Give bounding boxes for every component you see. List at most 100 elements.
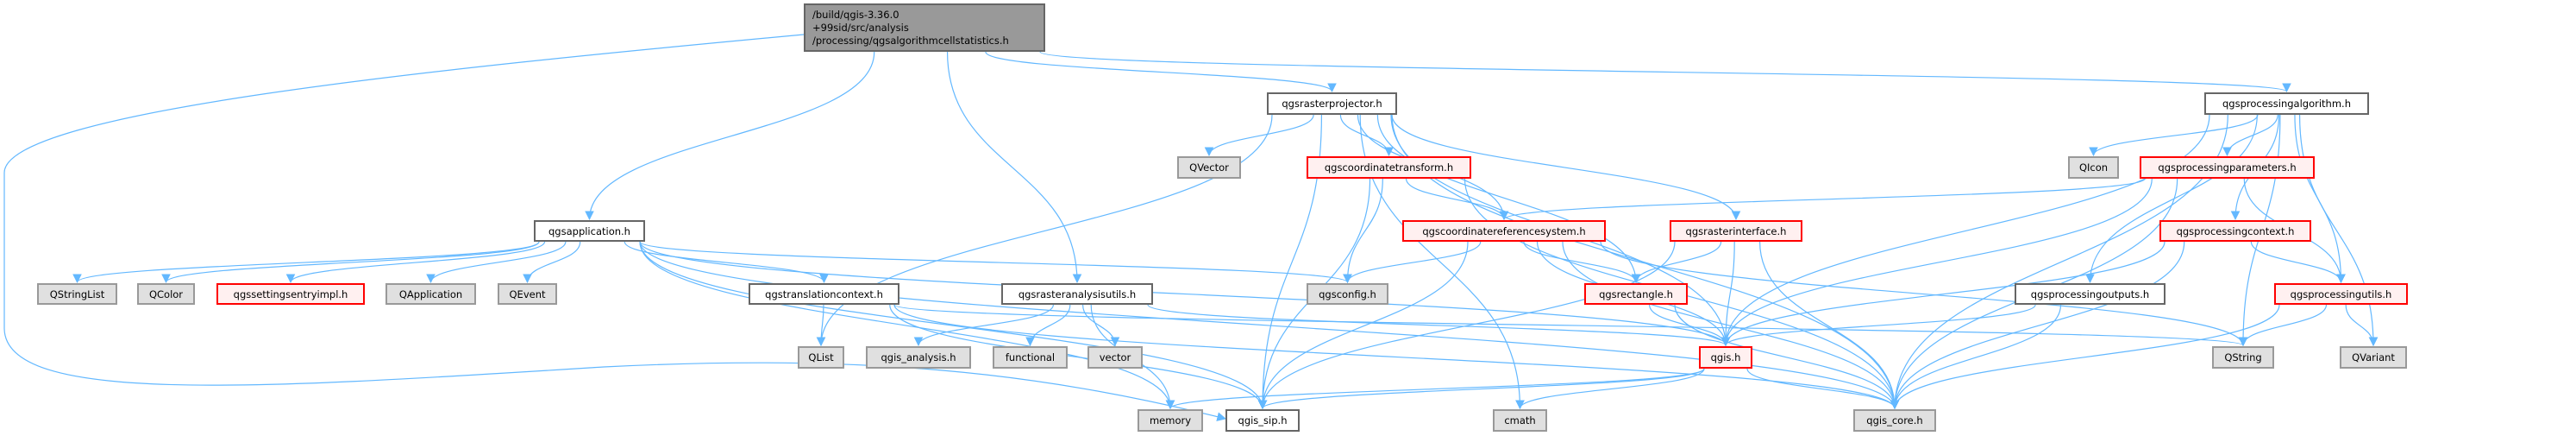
edge-qgstranslationcontext-to-qgis_core xyxy=(893,304,1900,410)
node-qevent: QEvent xyxy=(498,283,557,305)
node-qstringlist: QStringList xyxy=(37,283,117,305)
edge-qgsprocessingalgorithm-to-qgsprocessingparameters xyxy=(2222,114,2278,157)
node-qgsprocessingparameters[interactable]: qgsprocessingparameters.h xyxy=(2140,156,2315,179)
node-label: QList xyxy=(808,351,834,363)
node-qvector: QVector xyxy=(1177,156,1241,179)
edge-qgsapplication-to-qgsconfig xyxy=(639,241,1352,284)
edge-qgsapplication-to-qgssettingsentryimpl xyxy=(285,241,546,284)
edge-qgis-to-qgis_core xyxy=(1746,368,1900,410)
edge-qgsrasterinterface-to-qgis_sip xyxy=(1257,241,1676,410)
edge-qgsprocessingcontext-to-qgis_core xyxy=(1890,241,2185,410)
node-vector: vector xyxy=(1087,346,1143,369)
edge-root-to-qgsapplication xyxy=(585,51,875,221)
root-label-line: +99sid/src/analysis xyxy=(812,21,909,34)
node-qcolor: QColor xyxy=(137,283,195,305)
node-qgsrasterinterface[interactable]: qgsrasterinterface.h xyxy=(1670,220,1802,242)
node-qgis-sip[interactable]: qgis_sip.h xyxy=(1225,409,1300,432)
node-label: functional xyxy=(1005,351,1056,363)
root-label-line: /build/qgis-3.36.0 xyxy=(812,8,899,21)
node-qgsprocessingcontext[interactable]: qgsprocessingcontext.h xyxy=(2159,220,2311,242)
node-qgsprocessingalgorithm[interactable]: qgsprocessingalgorithm.h xyxy=(2204,92,2369,115)
node-functional: functional xyxy=(993,346,1068,369)
node-qgsconfig: qgsconfig.h xyxy=(1307,283,1388,305)
node-qgsprocessingoutputs[interactable]: qgsprocessingoutputs.h xyxy=(2015,283,2165,305)
edge-qgsrasterprojector-to-qlist xyxy=(816,114,1273,347)
node-label: qgsprocessingoutputs.h xyxy=(2030,288,2150,300)
node-label: QString xyxy=(2224,351,2262,363)
edge-qgsprocessingcontext-to-qgis xyxy=(1720,241,2165,347)
edge-qgis-to-memory xyxy=(1165,368,1705,410)
node-cmath: cmath xyxy=(1493,409,1547,432)
edge-qgscoordinatereferencesystem-to-qstring xyxy=(1600,241,2248,347)
edge-qgsprocessingalgorithm-to-qgsprocessingoutputs xyxy=(2085,114,2258,284)
node-label: qgsprocessingutils.h xyxy=(2290,288,2392,300)
edge-qgsrasterprojector-to-qgsrasterinterface xyxy=(1391,114,1741,221)
edge-qgsrasteranalysisutils-to-qgis xyxy=(1147,304,1731,347)
node-memory: memory xyxy=(1138,409,1203,432)
edge-qgscoordinatetransform-to-qgsconfig xyxy=(1343,178,1383,284)
edge-qgis-to-qgis_sip xyxy=(1257,368,1705,410)
node-label: vector xyxy=(1099,351,1131,363)
edge-qgis-to-cmath xyxy=(1515,368,1705,410)
node-label: qgsapplication.h xyxy=(548,224,630,237)
edge-qgsprocessingparameters-to-qgscoordinatereferencesystem xyxy=(1499,178,2146,221)
node-label: QVector xyxy=(1189,161,1229,174)
edge-qgsprocessingoutputs-to-qgis_core xyxy=(1890,304,2062,410)
edge-qgsapplication-to-qevent xyxy=(523,241,581,284)
node-qgssettingsentryimpl[interactable]: qgssettingsentryimpl.h xyxy=(216,283,365,305)
node-qgis-core: qgis_core.h xyxy=(1853,409,1936,432)
node-label: qgsrasterprojector.h xyxy=(1282,98,1382,110)
edge-qgsapplication-to-qgis_core xyxy=(639,241,1900,410)
node-label: memory xyxy=(1149,414,1192,427)
node-qgstranslationcontext[interactable]: qgstranslationcontext.h xyxy=(749,283,899,305)
edge-qgsprocessingalgorithm-to-qvariant xyxy=(2298,114,2379,347)
edge-qgsprocessingutils-to-qgis_core xyxy=(1890,304,2280,410)
node-label: qgsrasteranalysisutils.h xyxy=(1018,288,1137,300)
edge-root-to-qgsrasterprojector xyxy=(985,51,1337,93)
edge-qgstranslationcontext-to-qgis_sip xyxy=(889,304,1268,410)
edge-qgsrasteranalysisutils-to-functional xyxy=(1025,304,1071,347)
node-qgis-analysis: qgis_analysis.h xyxy=(866,346,971,369)
node-qgsrasterprojector[interactable]: qgsrasterprojector.h xyxy=(1267,92,1397,115)
node-label: qgis.h xyxy=(1710,351,1741,363)
edge-qgsrasterprojector-to-qvector xyxy=(1204,114,1314,157)
node-label: qgis_analysis.h xyxy=(881,351,956,363)
node-qgsapplication[interactable]: qgsapplication.h xyxy=(534,220,645,242)
node-qgscoordinatereferencesystem[interactable]: qgscoordinatereferencesystem.h xyxy=(1402,220,1606,242)
node-root[interactable]: /build/qgis-3.36.0+99sid/src/analysis/pr… xyxy=(804,3,1045,52)
edge-qgscoordinatetransform-to-qgscoordinatereferencesystem xyxy=(1405,178,1509,221)
edge-qgsrasterprojector-to-qgscoordinatetransform xyxy=(1339,114,1394,157)
node-qicon: QIcon xyxy=(2068,156,2119,179)
edge-qgsprocessingutils-to-qstring xyxy=(2238,304,2328,347)
edge-root-to-qgsprocessingalgorithm xyxy=(1039,51,2291,93)
edge-qgsprocessingutils-to-qvariant xyxy=(2345,304,2379,347)
edge-qgsrasterinterface-to-qgsrectangle xyxy=(1631,241,1722,284)
edge-qgsapplication-to-qapplication xyxy=(426,241,567,284)
node-label: QIcon xyxy=(2078,161,2109,174)
edge-qgsapplication-to-qgis_sip xyxy=(639,241,1268,410)
edge-qgscoordinatereferencesystem-to-qgsrectangle xyxy=(1523,241,1641,284)
node-label: qgis_core.h xyxy=(1866,414,1923,427)
node-label: qgsrectangle.h xyxy=(1599,288,1673,300)
edge-qgsapplication-to-qgstranslationcontext xyxy=(624,241,829,284)
node-label: QStringList xyxy=(49,288,105,300)
node-label: qgssettingsentryimpl.h xyxy=(233,288,348,300)
node-qgis[interactable]: qgis.h xyxy=(1699,346,1752,369)
node-qgscoordinatetransform[interactable]: qgscoordinatetransform.h xyxy=(1307,156,1471,179)
node-qgsrasteranalysisutils[interactable]: qgsrasteranalysisutils.h xyxy=(1001,283,1153,305)
edge-qgsapplication-to-qstringlist xyxy=(72,241,540,284)
edge-qgscoordinatereferencesystem-to-qgis_sip xyxy=(1257,241,1469,410)
node-qlist: QList xyxy=(798,346,844,369)
node-qapplication: QApplication xyxy=(385,283,476,305)
node-qgsprocessingutils[interactable]: qgsprocessingutils.h xyxy=(2274,283,2408,305)
edge-qgsrasteranalysisutils-to-vector xyxy=(1082,304,1120,347)
edge-qgsrasteranalysisutils-to-qgis_analysis xyxy=(913,304,1054,347)
edge-root-to-qgsrasteranalysisutils xyxy=(946,51,1082,284)
node-label: qgscoordinatereferencesystem.h xyxy=(1422,224,1586,237)
node-qgsrectangle[interactable]: qgsrectangle.h xyxy=(1584,283,1688,305)
node-label: qgsprocessingcontext.h xyxy=(2176,224,2295,237)
node-label: qgsrasterinterface.h xyxy=(1685,224,1787,237)
edge-qgsapplication-to-qcolor xyxy=(161,241,540,284)
